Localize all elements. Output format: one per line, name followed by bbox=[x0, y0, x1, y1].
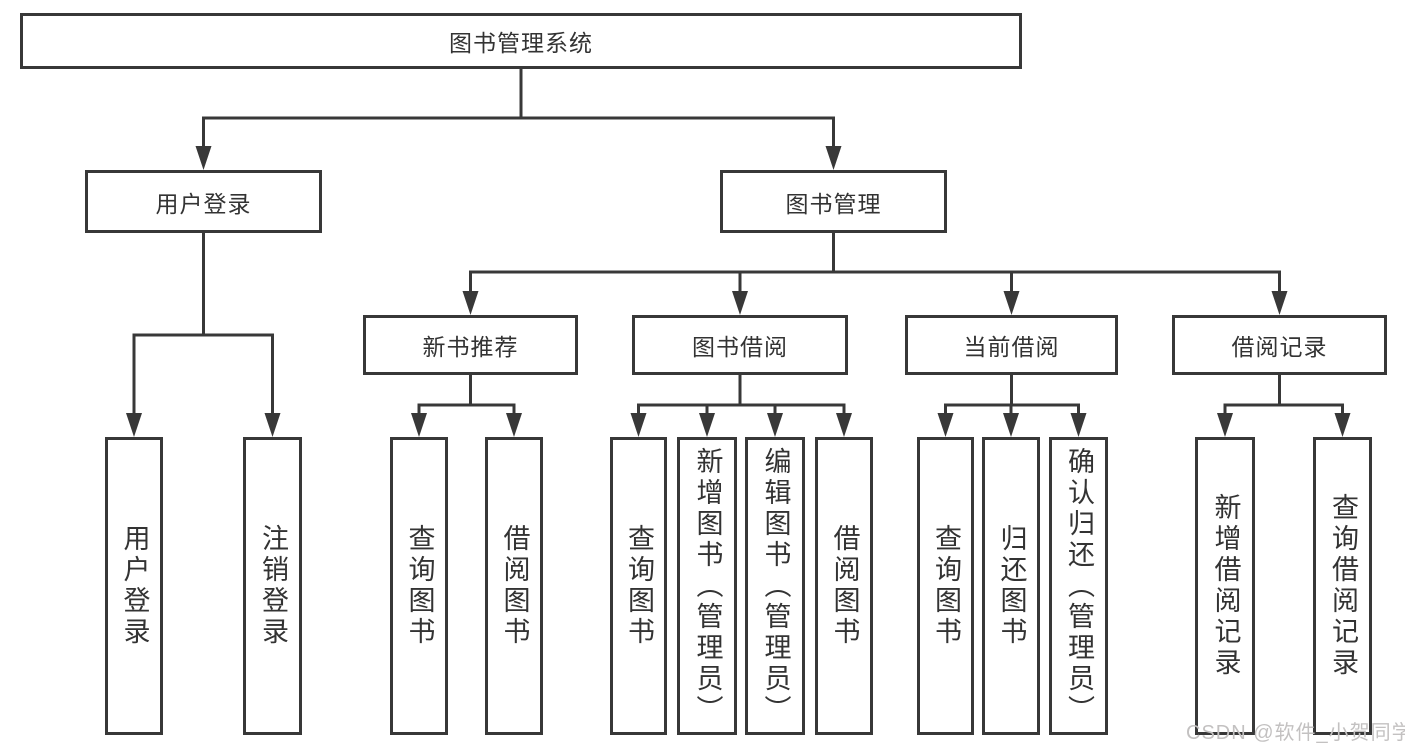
node-leaf-query-book-2: 查询图书 bbox=[610, 437, 667, 735]
arrowhead-icon bbox=[836, 413, 852, 437]
arrowhead-icon bbox=[1334, 413, 1351, 437]
arrowhead-icon bbox=[1003, 291, 1020, 315]
arrowhead-icon bbox=[195, 146, 212, 170]
node-leaf-edit-book: 编辑图书（管理员） bbox=[745, 437, 805, 735]
node-leaf-borrow-book-2: 借阅图书 bbox=[815, 437, 873, 735]
node-leaf-return-book: 归还图书 bbox=[982, 437, 1040, 735]
watermark: CSDN @软件_小贺同学 bbox=[1186, 722, 1405, 744]
node-leaf-query-record: 查询借阅记录 bbox=[1313, 437, 1372, 735]
node-root: 图书管理系统 bbox=[20, 13, 1022, 69]
arrowhead-icon bbox=[264, 413, 281, 437]
node-leaf-add-book: 新增图书（管理员） bbox=[677, 437, 737, 735]
arrowhead-icon bbox=[699, 413, 715, 437]
arrowhead-icon bbox=[1271, 291, 1288, 315]
arrowhead-icon bbox=[1217, 413, 1233, 437]
node-leaf-query-book-1: 查询图书 bbox=[390, 437, 448, 735]
node-borrow-records: 借阅记录 bbox=[1172, 315, 1387, 375]
arrowhead-icon bbox=[630, 413, 647, 437]
arrowhead-icon bbox=[462, 291, 479, 315]
arrowhead-icon bbox=[825, 146, 842, 170]
node-book-borrow: 图书借阅 bbox=[632, 315, 848, 375]
node-leaf-borrow-book-1: 借阅图书 bbox=[485, 437, 543, 735]
arrowhead-icon bbox=[506, 413, 522, 437]
arrowhead-icon bbox=[732, 291, 748, 315]
arrowhead-icon bbox=[767, 413, 783, 437]
node-leaf-confirm-return: 确认归还（管理员） bbox=[1049, 437, 1108, 735]
node-leaf-add-record: 新增借阅记录 bbox=[1195, 437, 1255, 735]
node-current-borrow: 当前借阅 bbox=[905, 315, 1118, 375]
node-new-book-rec: 新书推荐 bbox=[363, 315, 578, 375]
node-leaf-logout: 注销登录 bbox=[243, 437, 302, 735]
arrowhead-icon bbox=[1070, 413, 1087, 437]
arrowhead-icon bbox=[126, 413, 142, 437]
arrowhead-icon bbox=[411, 413, 427, 437]
arrowhead-icon bbox=[937, 413, 954, 437]
arrowhead-icon bbox=[1003, 413, 1019, 437]
node-book-mgmt: 图书管理 bbox=[720, 170, 947, 233]
node-leaf-user-login: 用户登录 bbox=[105, 437, 163, 735]
node-user-login: 用户登录 bbox=[85, 170, 322, 233]
node-leaf-query-book-3: 查询图书 bbox=[917, 437, 974, 735]
